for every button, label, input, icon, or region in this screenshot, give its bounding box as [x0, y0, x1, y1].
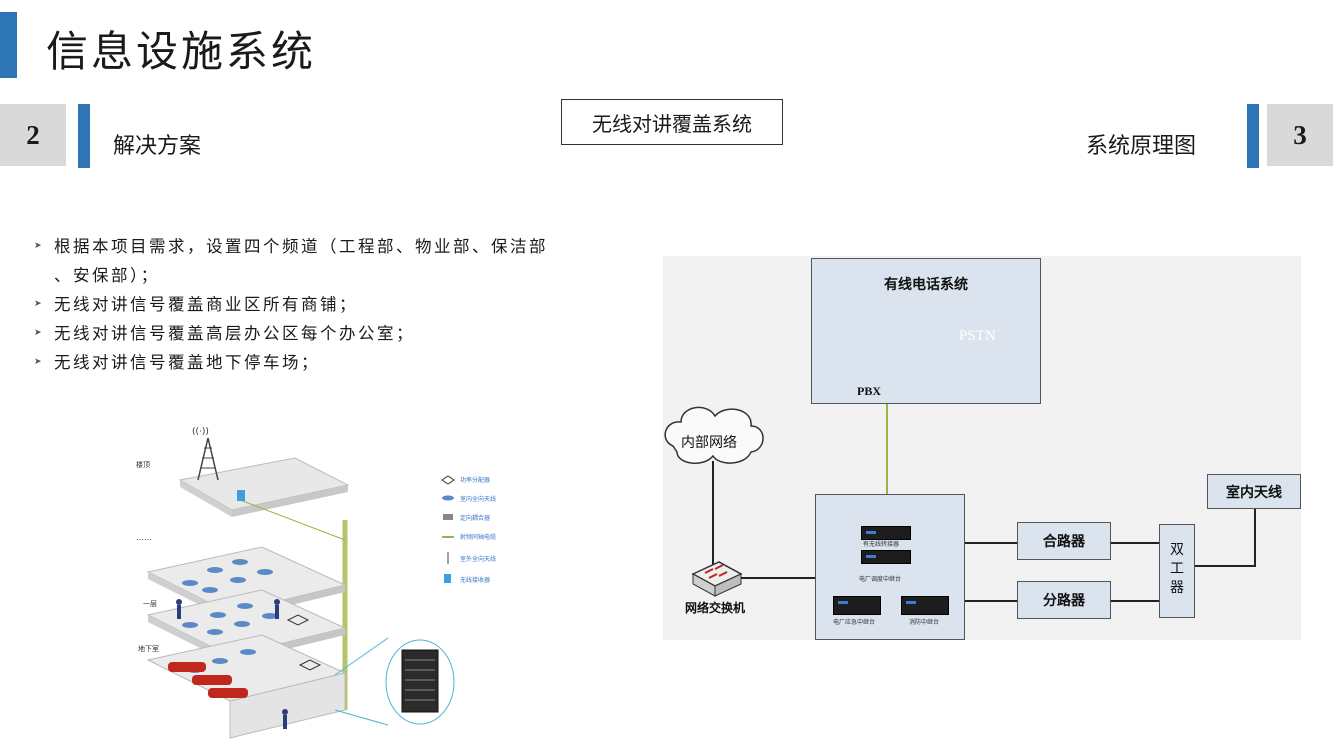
- relay-station-box: [815, 494, 965, 640]
- pbx-label: PBX: [857, 384, 881, 398]
- roof-slab: [178, 457, 350, 511]
- svg-text:((·)): ((·)): [192, 427, 209, 437]
- duplexer-box: [1159, 524, 1195, 618]
- bullet-item: ➤根据本项目需求，设置四个频道（工程部、物业部、保洁部: [34, 232, 634, 261]
- section-number-left: 2: [0, 104, 66, 166]
- wired-phone-system-box: [811, 258, 1041, 404]
- building-coverage-illustration: ((·)) 楼顶 …… 一层 地下室: [136, 427, 496, 739]
- intranet-cloud-icon: [664, 406, 764, 464]
- duplexer-label: 双工器: [1170, 542, 1184, 596]
- power-splitter-icon: [286, 614, 310, 626]
- dispatch-device-icon: [861, 550, 911, 564]
- bullet-arrow-icon: ➤: [34, 299, 45, 309]
- receiver-icon: [237, 490, 245, 501]
- emergency-label: 电厂应急中继台: [833, 619, 876, 626]
- svg-text:定向耦合器: 定向耦合器: [460, 514, 490, 522]
- roof-slab-edge: [180, 480, 232, 517]
- svg-text:室外全向天线: 室外全向天线: [460, 555, 496, 563]
- intranet-label: 内部网络: [681, 435, 737, 451]
- bullet-arrow-icon: ➤: [34, 328, 45, 338]
- bullet-list: ➤根据本项目需求，设置四个频道（工程部、物业部、保洁部 、安保部）； ➤无线对讲…: [34, 232, 634, 377]
- basement-wall: [229, 672, 346, 739]
- indoor-antenna-box: [1207, 474, 1301, 509]
- zoom-line-bottom: [334, 709, 389, 726]
- building-legend: 功率分配器 室内全向天线 定向耦合器 射频同轴电缆 室外全向天线 无线接收器: [441, 475, 496, 584]
- center-subtitle-box: 无线对讲覆盖系统: [561, 99, 783, 145]
- splitter-label: 分路器: [1043, 593, 1085, 609]
- floor-label-basement: 地下室: [138, 644, 159, 653]
- ceiling-antennas: [182, 559, 278, 673]
- svg-text:射频同轴电缆: 射频同轴电缆: [460, 533, 496, 541]
- network-switch-icon: [691, 561, 743, 597]
- duplexer-antenna-line: [1195, 509, 1256, 567]
- svg-text:无线接收器: 无线接收器: [460, 576, 490, 584]
- title-accent-bar: [0, 12, 17, 78]
- emergency-device-icon: [833, 596, 881, 615]
- bullet-item: ➤无线对讲信号覆盖商业区所有商铺；: [34, 290, 634, 319]
- section-label-right: 系统原理图: [1086, 134, 1197, 159]
- section-number-right: 3: [1267, 104, 1333, 166]
- floor-label-ellipsis: ……: [136, 533, 152, 542]
- parking-cars: [168, 662, 248, 698]
- wired-relay-label: 有无线转接器: [863, 541, 900, 548]
- section-stripe-right: [1247, 104, 1259, 168]
- floor-label-first: 一层: [143, 600, 157, 608]
- pstn-label: PSTN: [959, 328, 996, 344]
- switch-label: 网络交换机: [685, 601, 746, 615]
- bullet-item-continuation: 、安保部）；: [54, 266, 160, 285]
- splitter-box: [1017, 581, 1111, 619]
- section-label-left: 解决方案: [113, 134, 202, 159]
- zoom-line-top: [334, 637, 389, 676]
- fire-label: 消防中继台: [909, 619, 940, 626]
- section-stripe-left: [78, 104, 90, 168]
- roof-antenna-tower-icon: ((·)): [192, 427, 219, 481]
- floor-label-roof: 楼顶: [136, 460, 150, 469]
- power-splitter-icon-2: [298, 659, 322, 671]
- bullet-arrow-icon: ➤: [34, 241, 45, 251]
- indoor-antenna-label: 室内天线: [1226, 485, 1282, 501]
- people-icons: [176, 599, 288, 729]
- svg-text:功率分配器: 功率分配器: [460, 476, 490, 484]
- svg-text:室内全向天线: 室内全向天线: [460, 495, 496, 503]
- wired-relay-device-icon: [861, 526, 911, 540]
- system-principle-diagram: 有线电话系统 PSTN PBX 内部网络 网络交换机 有无线转接器 电厂调度中继…: [663, 256, 1301, 640]
- bullet-item: ➤无线对讲信号覆盖地下停车场；: [34, 348, 634, 377]
- bullet-item: ➤无线对讲信号覆盖高层办公区每个办公室；: [34, 319, 634, 348]
- roof-cable: [239, 499, 346, 541]
- page-title: 信息设施系统: [46, 27, 317, 76]
- equipment-rack-icon: [401, 649, 439, 713]
- dispatch-label: 电厂调度中继台: [859, 576, 902, 583]
- rack-slots: [405, 659, 435, 701]
- bullet-arrow-icon: ➤: [34, 357, 45, 367]
- wired-phone-system-label: 有线电话系统: [884, 277, 968, 293]
- roof-slab-side: [232, 485, 348, 517]
- combiner-label: 合路器: [1043, 534, 1085, 550]
- combiner-box: [1017, 522, 1111, 560]
- fire-device-icon: [901, 596, 949, 615]
